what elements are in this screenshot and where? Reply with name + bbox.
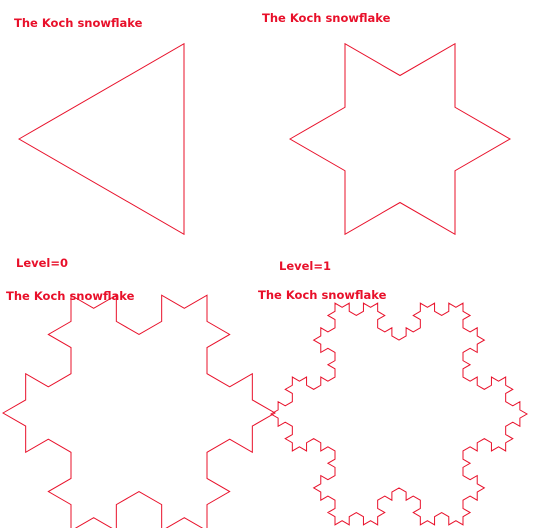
koch-snowflake-level-0 bbox=[17, 42, 185, 236]
koch-curve bbox=[2, 294, 276, 528]
koch-curve bbox=[288, 42, 512, 236]
panel-title: The Koch snowflake bbox=[14, 16, 143, 30]
koch-snowflake-level-3 bbox=[270, 302, 528, 526]
koch-curve bbox=[270, 302, 528, 526]
koch-snowflake-level-2 bbox=[2, 294, 276, 528]
koch-panel-level-2: The Koch snowflake bbox=[0, 280, 276, 528]
koch-curve bbox=[17, 42, 185, 236]
level-label: Level=0 bbox=[16, 256, 69, 270]
koch-snowflake-level-1 bbox=[288, 42, 512, 236]
level-label: Level=1 bbox=[279, 259, 332, 273]
koch-panel-level-3: The Koch snowflake bbox=[256, 280, 560, 528]
koch-panel-level-0: The Koch snowflake Level=0 bbox=[0, 0, 280, 270]
panel-title: The Koch snowflake bbox=[262, 11, 391, 25]
panel-title: The Koch snowflake bbox=[6, 289, 135, 303]
koch-panel-level-1: The Koch snowflake Level=1 bbox=[262, 0, 560, 275]
panel-title: The Koch snowflake bbox=[258, 288, 387, 302]
